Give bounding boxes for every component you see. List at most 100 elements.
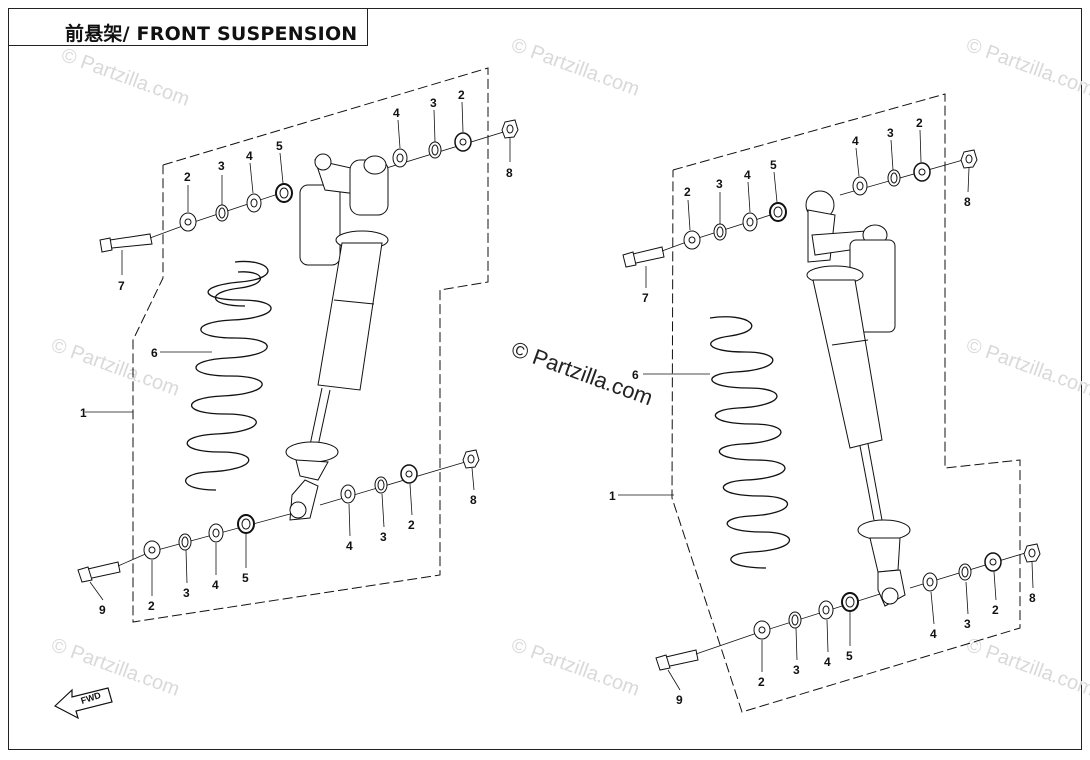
title-box: 前悬架/ FRONT SUSPENSION: [8, 8, 368, 46]
washer-icon: [922, 572, 938, 592]
watermark: © Partzilla.com: [963, 334, 1090, 401]
callout-9: 9: [676, 693, 683, 707]
callout-4: 4: [346, 539, 353, 553]
nut-icon: [1023, 543, 1041, 563]
washer-icon: [215, 204, 229, 222]
callout-1: 1: [609, 489, 616, 503]
watermark: © Partzilla.com: [48, 334, 182, 401]
callout-3: 3: [964, 617, 971, 631]
callout-3: 3: [716, 177, 723, 191]
callout-8: 8: [964, 195, 971, 209]
callout-5: 5: [846, 649, 853, 663]
washer-icon: [852, 176, 868, 196]
callout-5: 5: [242, 571, 249, 585]
callout-8: 8: [1029, 591, 1036, 605]
washer-icon: [713, 223, 727, 241]
watermark: © Partzilla.com: [48, 634, 182, 701]
callout-5: 5: [770, 158, 777, 172]
bearing-icon: [841, 592, 859, 612]
washer-icon: [958, 563, 972, 581]
bearing-icon: [769, 202, 787, 222]
bushing-icon: [179, 212, 197, 232]
callout-3: 3: [183, 586, 190, 600]
page-title: 前悬架/ FRONT SUSPENSION: [65, 23, 358, 45]
callout-4: 4: [393, 106, 400, 120]
callout-3: 3: [887, 126, 894, 140]
washer-icon: [340, 484, 356, 504]
shock-absorber-icon: [285, 153, 389, 521]
bolt-icon: [622, 239, 693, 268]
callout-3: 3: [218, 159, 225, 173]
fwd-arrow-icon: FWD: [53, 687, 113, 720]
coil-spring-icon: [709, 316, 791, 569]
nut-icon: [960, 149, 978, 169]
bolt-icon: [99, 223, 189, 253]
assembly-boundary-right: [671, 93, 1021, 713]
coil-spring-icon: [185, 260, 272, 491]
callout-2: 2: [184, 170, 191, 184]
bushing-icon: [683, 230, 701, 250]
shock-absorber-icon: [805, 190, 911, 607]
assembly-boundary-left: [132, 67, 489, 623]
nut-icon: [462, 449, 480, 469]
washer-icon: [246, 193, 262, 213]
nut-icon: [501, 119, 519, 139]
bushing-icon: [984, 552, 1002, 572]
right-callouts: 1 6 7 2 3 4 5 4 3 2 8 9 2 3 4 5 4 3 2 8: [609, 116, 1036, 707]
washer-icon: [392, 148, 408, 168]
callout-2: 2: [684, 185, 691, 199]
bushing-icon: [753, 620, 771, 640]
callout-3: 3: [793, 663, 800, 677]
callout-7: 7: [642, 291, 649, 305]
callout-4: 4: [852, 134, 859, 148]
bolt-icon: [655, 631, 761, 671]
callout-4: 4: [246, 149, 253, 163]
diagram-frame: [8, 8, 1082, 750]
callout-2: 2: [916, 116, 923, 130]
washer-icon: [428, 141, 442, 159]
bushing-icon: [400, 464, 418, 484]
callout-9: 9: [99, 603, 106, 617]
washer-icon: [178, 533, 192, 551]
washer-icon: [788, 611, 802, 629]
washer-icon: [742, 212, 758, 232]
callout-6: 6: [632, 368, 639, 382]
bearing-icon: [237, 514, 255, 534]
watermark: © Partzilla.com: [508, 34, 642, 101]
left-callouts: 1 6 7 2 3 4 5 4 3 2 8 9 2 3 4 5 4 3 2 8: [80, 88, 513, 617]
watermark-group: © Partzilla.com © Partzilla.com © Partzi…: [48, 34, 1090, 701]
callout-3: 3: [380, 530, 387, 544]
callout-8: 8: [470, 493, 477, 507]
watermark: © Partzilla.com: [58, 44, 192, 111]
watermark: © Partzilla.com: [508, 634, 642, 701]
bearing-icon: [275, 183, 293, 203]
callout-3: 3: [430, 96, 437, 110]
callout-4: 4: [930, 627, 937, 641]
right-assembly: [618, 93, 1041, 713]
bushing-icon: [913, 162, 931, 182]
washer-icon: [208, 523, 224, 543]
callout-2: 2: [148, 599, 155, 613]
bushing-icon: [454, 132, 472, 152]
callout-4: 4: [824, 655, 831, 669]
watermark: © Partzilla.com: [963, 34, 1090, 101]
washer-icon: [374, 476, 388, 494]
callout-4: 4: [744, 168, 751, 182]
callout-4: 4: [212, 578, 219, 592]
watermark: © Partzilla.com: [963, 634, 1090, 701]
callout-1: 1: [80, 406, 87, 420]
callout-2: 2: [992, 603, 999, 617]
washer-icon: [887, 169, 901, 187]
bolt-icon: [77, 551, 151, 583]
bushing-icon: [143, 540, 161, 560]
callout-8: 8: [506, 166, 513, 180]
callout-5: 5: [276, 139, 283, 153]
callout-6: 6: [151, 346, 158, 360]
callout-7: 7: [118, 279, 125, 293]
washer-icon: [818, 600, 834, 620]
callout-2: 2: [458, 88, 465, 102]
callout-2: 2: [408, 518, 415, 532]
callout-2: 2: [758, 675, 765, 689]
left-assembly: [77, 67, 519, 623]
